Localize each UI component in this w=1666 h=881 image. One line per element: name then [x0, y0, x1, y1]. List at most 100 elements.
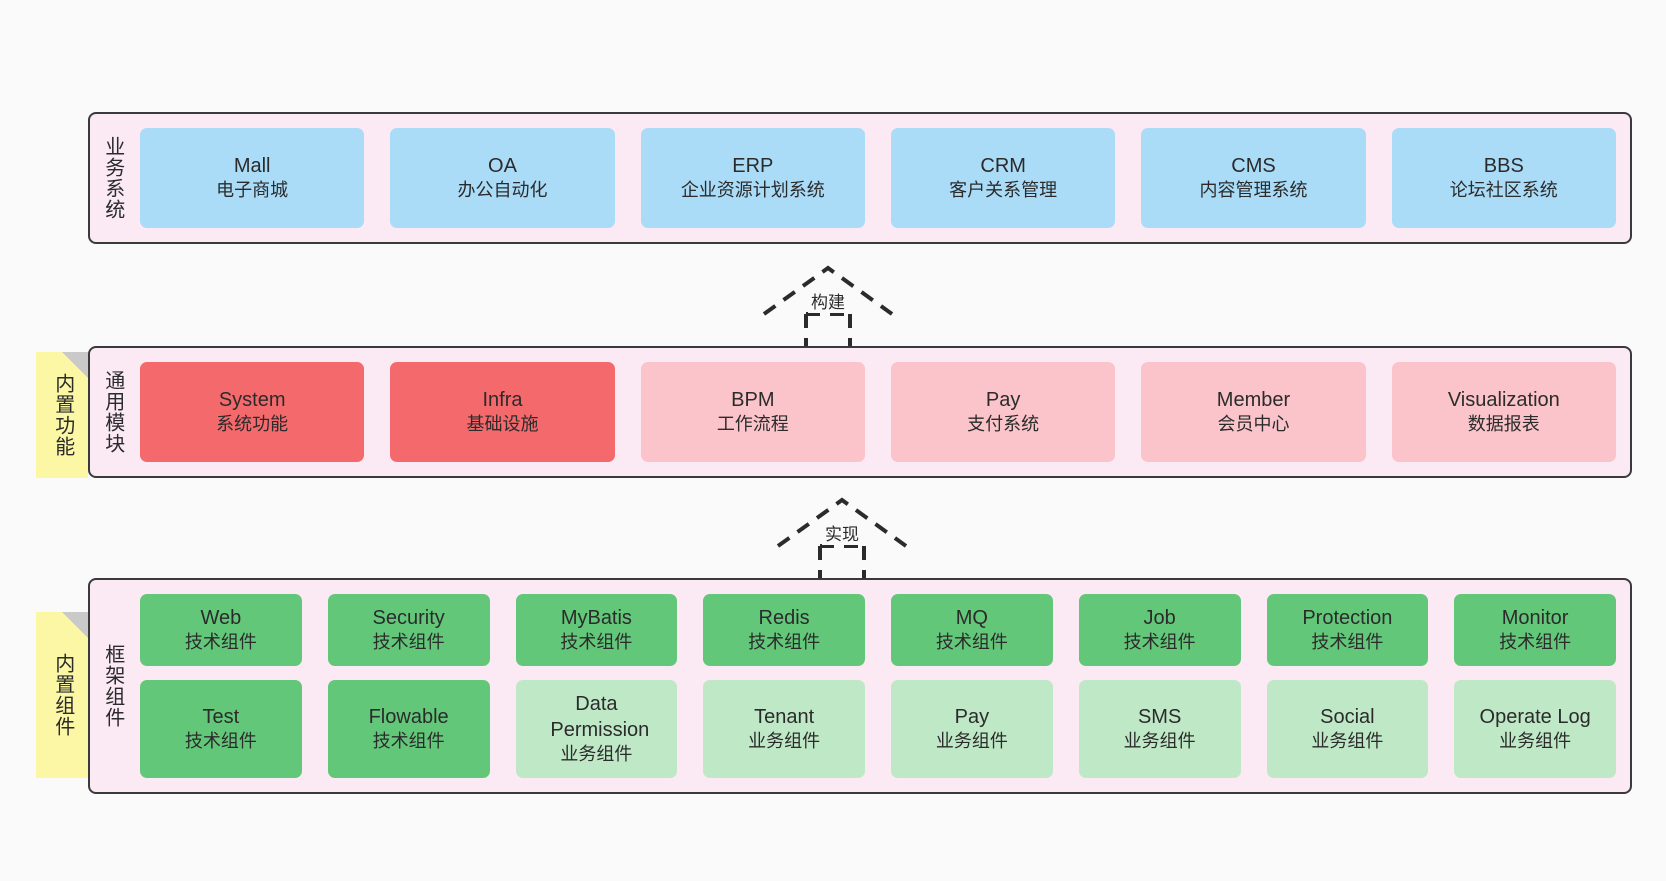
card-test[interactable]: Test 技术组件 — [140, 679, 302, 779]
card-subtitle: 基础设施 — [466, 414, 539, 435]
card-monitor[interactable]: Monitor 技术组件 — [1454, 594, 1616, 666]
card-grid-common-modules: System 系统功能 Infra 基础设施 BPM 工作流程 Pay 支付系统… — [134, 348, 1630, 476]
card-subtitle: 会员中心 — [1217, 414, 1290, 435]
card-cms[interactable]: CMS 内容管理系统 — [1141, 128, 1366, 228]
card-title: Operate Log — [1479, 705, 1591, 728]
card-subtitle: 业务组件 — [748, 731, 821, 752]
card-title: OA — [488, 154, 517, 177]
card-sms[interactable]: SMS 业务组件 — [1078, 679, 1241, 779]
card-operate-log[interactable]: Operate Log 业务组件 — [1454, 679, 1616, 779]
card-subtitle: 电子商城 — [216, 180, 289, 201]
generalization-arrow-icon — [762, 265, 894, 346]
card-title: Tenant — [754, 705, 815, 728]
card-mybatis[interactable]: MyBatis 技术组件 — [515, 594, 678, 666]
card-social[interactable]: Social 业务组件 — [1266, 679, 1429, 779]
card-title: Redis — [758, 606, 810, 629]
card-subtitle: 企业资源计划系统 — [680, 180, 825, 201]
card-subtitle: 技术组件 — [372, 632, 445, 653]
sticky-note-label: 内置功能 — [51, 373, 74, 457]
folded-corner-icon — [62, 612, 88, 638]
connector-build: 构建 — [758, 262, 898, 346]
card-title: Mall — [233, 154, 271, 177]
card-title: Pay — [985, 388, 1021, 411]
card-title: MQ — [955, 606, 988, 629]
card-subtitle: 业务组件 — [1123, 731, 1196, 752]
card-title: Social — [1320, 705, 1375, 728]
card-subtitle: 技术组件 — [372, 731, 445, 752]
card-crm[interactable]: CRM 客户关系管理 — [890, 128, 1116, 228]
card-title: Visualization — [1447, 388, 1560, 411]
card-row: Web 技术组件 Security 技术组件 MyBatis 技术组件 Redi… — [140, 594, 1616, 666]
card-title: MyBatis — [560, 606, 632, 629]
card-data-permission[interactable]: Data Permission 业务组件 — [515, 679, 678, 779]
card-subtitle: 工作流程 — [716, 414, 789, 435]
card-title: CRM — [980, 154, 1026, 177]
card-tenant[interactable]: Tenant 业务组件 — [703, 679, 865, 779]
card-subtitle: 技术组件 — [935, 632, 1008, 653]
card-subtitle: 业务组件 — [1311, 731, 1384, 752]
folded-corner-icon — [62, 352, 88, 378]
section-title-common-modules: 通用模块 — [101, 370, 124, 454]
card-job[interactable]: Job 技术组件 — [1078, 594, 1241, 666]
card-protection[interactable]: Protection 技术组件 — [1266, 594, 1429, 666]
card-title: CMS — [1231, 154, 1276, 177]
card-title: Security — [372, 606, 445, 629]
card-erp[interactable]: ERP 企业资源计划系统 — [640, 128, 865, 228]
card-flowable[interactable]: Flowable 技术组件 — [327, 679, 490, 779]
card-subtitle: 技术组件 — [1499, 632, 1572, 653]
generalization-arrow-icon — [776, 497, 908, 578]
card-web[interactable]: Web 技术组件 — [140, 594, 302, 666]
card-subtitle: 办公自动化 — [457, 180, 548, 201]
card-title: System — [218, 388, 286, 411]
card-title: SMS — [1137, 705, 1182, 728]
card-subtitle: 业务组件 — [560, 744, 633, 765]
section-title-framework-components: 框架组件 — [101, 644, 124, 728]
card-bbs[interactable]: BBS 论坛社区系统 — [1391, 128, 1616, 228]
card-title: Data Permission — [550, 692, 650, 742]
card-title: Web — [200, 606, 242, 629]
card-visualization[interactable]: Visualization 数据报表 — [1391, 362, 1616, 462]
card-subtitle: 技术组件 — [748, 632, 821, 653]
card-title: BBS — [1483, 154, 1524, 177]
card-title: Protection — [1302, 606, 1393, 629]
card-redis[interactable]: Redis 技术组件 — [703, 594, 865, 666]
card-row: Test 技术组件 Flowable 技术组件 Data Permission … — [140, 679, 1616, 779]
card-row: System 系统功能 Infra 基础设施 BPM 工作流程 Pay 支付系统… — [140, 362, 1616, 462]
card-grid-framework-components: Web 技术组件 Security 技术组件 MyBatis 技术组件 Redi… — [134, 580, 1630, 792]
card-subtitle: 业务组件 — [1499, 731, 1572, 752]
card-bpm[interactable]: BPM 工作流程 — [640, 362, 865, 462]
card-title: Job — [1143, 606, 1176, 629]
card-subtitle: 技术组件 — [560, 632, 633, 653]
sticky-note-builtin-component: 内置组件 — [36, 612, 88, 778]
card-subtitle: 技术组件 — [1123, 632, 1196, 653]
card-subtitle: 系统功能 — [216, 414, 289, 435]
card-title: Pay — [954, 705, 990, 728]
connector-label: 实现 — [822, 520, 862, 545]
card-title: Monitor — [1501, 606, 1569, 629]
card-subtitle: 技术组件 — [184, 731, 257, 752]
card-member[interactable]: Member 会员中心 — [1141, 362, 1366, 462]
card-subtitle: 客户关系管理 — [949, 180, 1058, 201]
card-pay[interactable]: Pay 支付系统 — [890, 362, 1116, 462]
card-title: Member — [1216, 388, 1291, 411]
card-oa[interactable]: OA 办公自动化 — [390, 128, 615, 228]
card-subtitle: 数据报表 — [1467, 414, 1540, 435]
card-mall[interactable]: Mall 电子商城 — [140, 128, 365, 228]
card-row: Mall 电子商城 OA 办公自动化 ERP 企业资源计划系统 CRM 客户关系… — [140, 128, 1616, 228]
card-infra[interactable]: Infra 基础设施 — [390, 362, 615, 462]
connector-label: 构建 — [808, 288, 848, 313]
card-subtitle: 技术组件 — [1311, 632, 1384, 653]
sticky-note-label: 内置组件 — [51, 653, 74, 737]
card-subtitle: 技术组件 — [184, 632, 257, 653]
card-system[interactable]: System 系统功能 — [140, 362, 365, 462]
connector-implement: 实现 — [772, 494, 912, 578]
card-subtitle: 支付系统 — [967, 414, 1040, 435]
card-mq[interactable]: MQ 技术组件 — [891, 594, 1053, 666]
section-framework-components: 框架组件 Web 技术组件 Security 技术组件 MyBatis 技术组件… — [88, 578, 1632, 794]
card-security[interactable]: Security 技术组件 — [327, 594, 490, 666]
card-subtitle: 内容管理系统 — [1199, 180, 1308, 201]
card-pay-component[interactable]: Pay 业务组件 — [891, 679, 1053, 779]
card-subtitle: 业务组件 — [935, 731, 1008, 752]
card-title: Infra — [482, 388, 523, 411]
